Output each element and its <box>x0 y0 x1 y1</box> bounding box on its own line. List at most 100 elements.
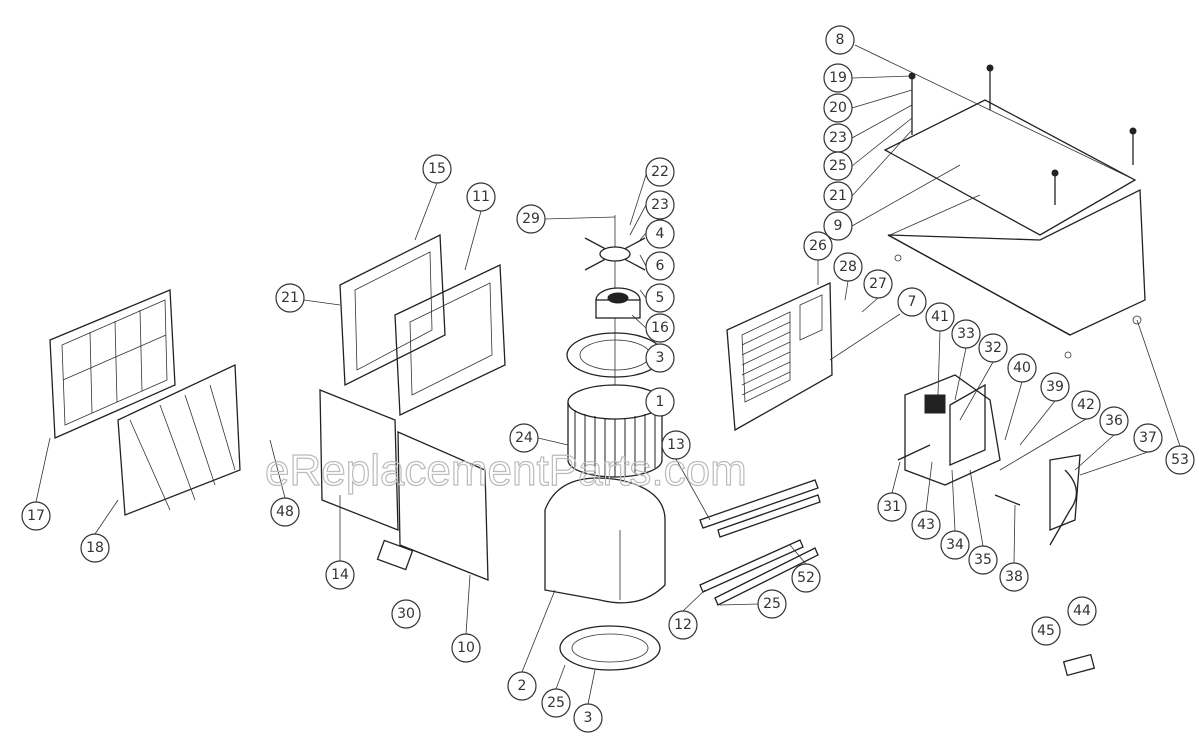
support-rails <box>699 479 821 606</box>
svg-text:13: 13 <box>667 437 685 453</box>
callout: 24 <box>509 423 539 453</box>
callout: 26 <box>803 231 833 261</box>
svg-text:39: 39 <box>1046 379 1064 395</box>
control-box <box>897 374 1081 546</box>
filter-grille <box>49 289 176 439</box>
svg-text:35: 35 <box>974 552 992 568</box>
svg-text:31: 31 <box>883 499 901 515</box>
callout: 29 <box>516 204 546 234</box>
svg-text:40: 40 <box>1013 360 1031 376</box>
svg-text:24: 24 <box>515 430 533 446</box>
callout: 25 <box>541 688 571 718</box>
svg-text:22: 22 <box>651 164 669 180</box>
callout: 8 <box>825 25 855 55</box>
callout: 45 <box>1031 616 1061 646</box>
callout: 22 <box>645 157 675 187</box>
svg-text:17: 17 <box>27 508 45 524</box>
bag-filter <box>117 363 241 516</box>
callout: 4 <box>645 219 675 249</box>
grille-panel <box>726 281 833 432</box>
svg-text:29: 29 <box>522 211 540 227</box>
callout: 1 <box>645 387 675 417</box>
callout: 35 <box>968 545 998 575</box>
callout: 36 <box>1099 406 1129 436</box>
svg-text:28: 28 <box>839 259 857 275</box>
callout: 42 <box>1071 390 1101 420</box>
callout: 28 <box>833 252 863 282</box>
remote-control <box>1062 653 1096 677</box>
callout: 7 <box>897 287 927 317</box>
svg-text:10: 10 <box>457 640 475 656</box>
svg-text:16: 16 <box>651 320 669 336</box>
callout: 34 <box>940 530 970 560</box>
svg-text:43: 43 <box>917 517 935 533</box>
callout: 17 <box>21 501 51 531</box>
callout: 25 <box>757 589 787 619</box>
cabinet-housing <box>883 64 1146 359</box>
callout: 21 <box>823 181 853 211</box>
svg-text:4: 4 <box>656 226 665 242</box>
svg-text:45: 45 <box>1037 623 1055 639</box>
callout: 6 <box>645 251 675 281</box>
svg-text:12: 12 <box>674 617 692 633</box>
svg-text:14: 14 <box>331 567 349 583</box>
callout: 31 <box>877 492 907 522</box>
switch-block <box>376 539 414 571</box>
svg-text:6: 6 <box>656 258 665 274</box>
callout: 12 <box>668 610 698 640</box>
svg-text:34: 34 <box>946 537 964 553</box>
svg-text:1: 1 <box>656 394 665 410</box>
svg-text:25: 25 <box>763 596 781 612</box>
callout: 20 <box>823 93 853 123</box>
svg-text:23: 23 <box>651 197 669 213</box>
svg-text:3: 3 <box>656 350 665 366</box>
callout: 16 <box>645 313 675 343</box>
callout: 44 <box>1067 596 1097 626</box>
callout: 33 <box>951 319 981 349</box>
callout: 11 <box>466 182 496 212</box>
svg-text:33: 33 <box>957 326 975 342</box>
svg-text:18: 18 <box>86 540 104 556</box>
svg-text:2: 2 <box>518 678 527 694</box>
svg-text:41: 41 <box>931 309 949 325</box>
callout: 10 <box>451 633 481 663</box>
callout: 32 <box>978 333 1008 363</box>
callout: 3 <box>645 343 675 373</box>
screw-set <box>908 64 1137 205</box>
callout: 2 <box>507 671 537 701</box>
callout: 13 <box>661 430 691 460</box>
callout: 52 <box>791 563 821 593</box>
svg-text:19: 19 <box>829 70 847 86</box>
svg-text:44: 44 <box>1073 603 1091 619</box>
svg-text:11: 11 <box>472 189 490 205</box>
svg-text:52: 52 <box>797 570 815 586</box>
svg-text:21: 21 <box>281 290 299 306</box>
callout: 37 <box>1133 423 1163 453</box>
callouts: 8 19 20 23 25 21 9 26 28 27 7 41 33 32 4… <box>21 25 1195 733</box>
callout: 53 <box>1165 445 1195 475</box>
callout: 23 <box>645 190 675 220</box>
filter-frame <box>339 233 506 417</box>
callout: 25 <box>823 151 853 181</box>
callout: 3 <box>573 703 603 733</box>
svg-text:27: 27 <box>869 276 887 292</box>
blower-assembly <box>544 215 666 671</box>
side-panel <box>319 389 399 531</box>
callout: 9 <box>823 211 853 241</box>
svg-text:5: 5 <box>656 290 665 306</box>
callout: 38 <box>999 562 1029 592</box>
svg-text:23: 23 <box>829 130 847 146</box>
callout: 27 <box>863 269 893 299</box>
callout: 41 <box>925 302 955 332</box>
callout: 5 <box>645 283 675 313</box>
callout: 39 <box>1040 372 1070 402</box>
callout: 48 <box>270 497 300 527</box>
svg-text:48: 48 <box>276 504 294 520</box>
leader-lines <box>35 44 1181 705</box>
callout: 19 <box>823 63 853 93</box>
svg-text:42: 42 <box>1077 397 1095 413</box>
callout: 14 <box>325 560 355 590</box>
side-panel <box>397 430 489 581</box>
